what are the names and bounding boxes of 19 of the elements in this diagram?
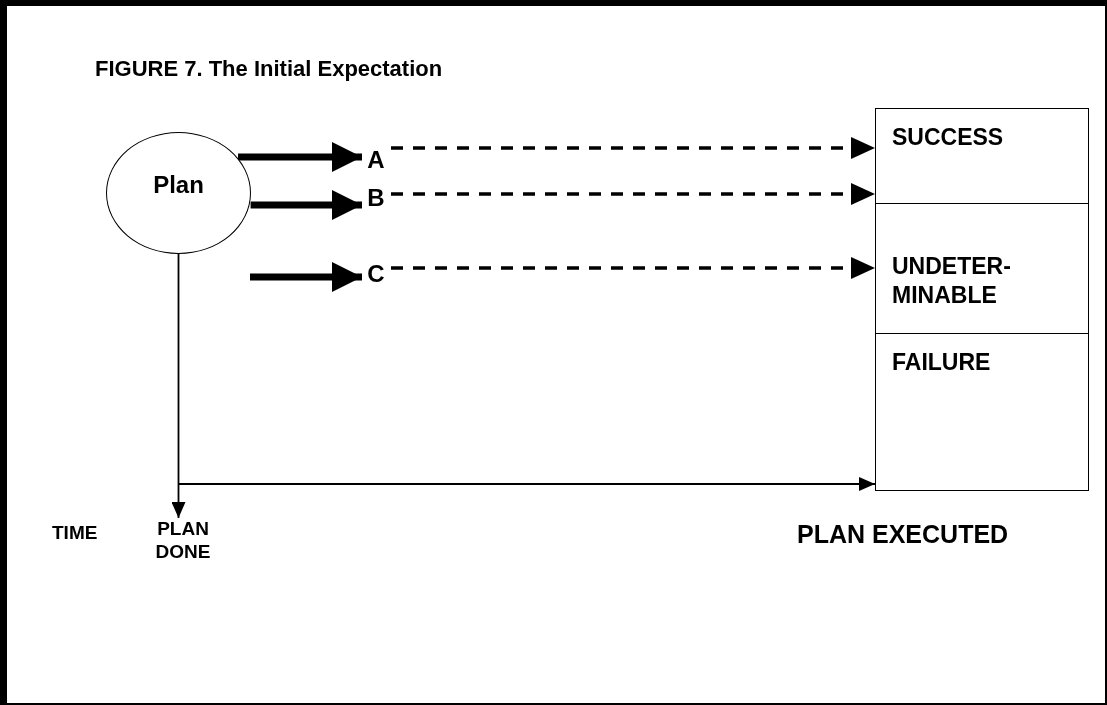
option-letter: A [367,148,385,172]
box-label: UNDETER- MINABLE [892,252,1012,310]
box-label: Plan [153,171,204,199]
axis-label: TIME [52,522,98,544]
arrow [391,257,875,279]
outcome-box [875,108,1089,204]
box-label: FAILURE [892,348,992,377]
arrow [171,253,186,519]
box-label: SUCCESS [892,123,1005,152]
figure-title: FIGURE 7. The Initial Expectation [95,56,443,82]
option-letter: C [367,262,385,286]
axis-label: PLAN DONE [154,518,212,564]
arrow [391,137,875,159]
axis-label: PLAN EXECUTED [797,520,1009,549]
outcome-box [875,333,1089,491]
outcome-box [875,203,1089,334]
arrow [177,477,876,491]
arrow [391,183,875,205]
option-letter: B [367,186,385,210]
